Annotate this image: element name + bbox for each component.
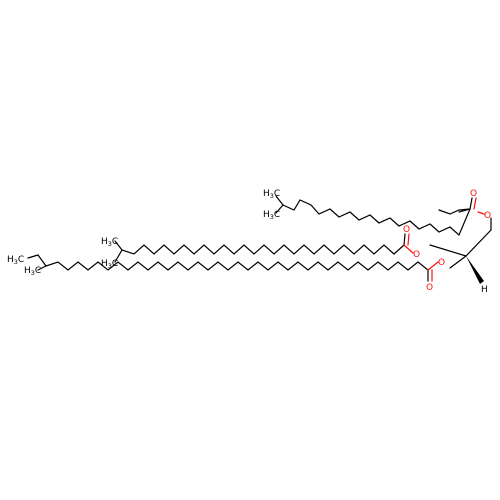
acyl-chain-3 [27,254,419,271]
carbonyl-oxygen-label: O [403,225,410,235]
carbonyl-oxygen-label: O [470,189,477,199]
carbonyl-oxygen-label: O [426,283,433,293]
ester-oxygen-label: O [438,258,445,268]
chain-3-backbone [27,254,419,271]
ester-oxygen-label: O [484,211,491,221]
methyl-label: H3C [7,255,24,266]
glycerol-backbone [429,217,492,284]
methyl-label: H3C [263,189,280,200]
acyl-chain-2 [114,240,395,263]
chain-2-backbone [121,244,395,255]
chain-1-backbone-fix [438,208,471,215]
methyl-label: H3C [263,210,280,221]
stereo-hydrogen-label: H [481,285,488,295]
ester-oxygen-label: O [413,250,420,260]
atom-labels: H3C H3C H3C H3C H3C H3C O O O O O O H [7,189,491,295]
acyl-chain-1 [275,195,471,237]
methyl-label: H3C [101,259,118,270]
ester-linkage-1 [458,197,485,215]
ester-linkage-3 [417,261,439,282]
chain-1-backbone [282,199,471,237]
ester-linkage-2 [393,233,414,255]
stereo-wedge-bond [466,256,484,284]
methyl-label: H3C [101,237,118,248]
methyl-label: H3C [24,266,41,277]
